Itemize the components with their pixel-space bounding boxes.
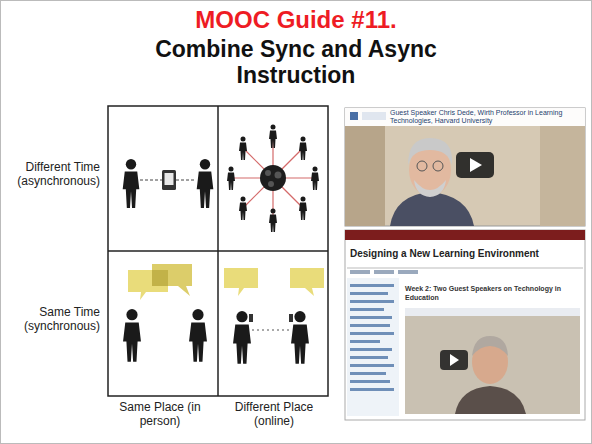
video-screenshot [350,112,358,120]
quadrant-grid [108,106,328,396]
video-screenshot [362,112,386,120]
course-page-screenshot [350,372,386,375]
async-in-person-figures [123,159,140,208]
video-screenshot [408,138,452,165]
video-screenshot [456,152,494,178]
slide-subtitle: Combine Sync and Async Instruction [131,36,461,88]
course-page-screenshot [347,278,399,416]
sync-in-person-figures [123,309,141,362]
course-page-screenshot [345,230,585,240]
sync-in-person-figures [128,270,168,300]
async-in-person-figures [162,170,176,190]
async-online-network [227,125,319,233]
column-label: Same Place (in person) [116,400,204,428]
course-page-screenshot [440,350,468,370]
async-in-person-figures [197,159,214,208]
course-page-screenshot [350,316,392,319]
video-screenshot [345,108,585,226]
row-label: Different Time (asynchronous) [6,160,100,188]
course-page-screenshot [405,308,580,414]
async-online-network [299,137,307,161]
sync-online-figures [252,330,290,331]
async-online-network [243,178,273,208]
async-online-network [275,172,282,179]
async-online-network [227,125,319,233]
async-in-person-figures [140,180,162,181]
video-screenshot [417,161,427,171]
sync-in-person-figures [123,264,207,362]
async-in-person-figures [176,180,196,181]
async-online-network [227,167,235,191]
video-screenshot [390,192,474,226]
course-page-screenshot [350,270,370,274]
course-page-screenshot [345,230,585,420]
row-label: Same Time (synchronous) [6,305,100,333]
sync-online-figures [290,268,324,296]
async-online-network [265,170,271,176]
sync-online-figures [233,311,251,364]
course-title: Designing a New Learning Environment [350,248,582,260]
course-page-screenshot [405,308,580,316]
async-online-network [243,148,273,178]
course-page-screenshot [350,308,384,311]
course-page-screenshot [374,270,394,274]
course-page-screenshot [350,364,394,367]
async-online-network [311,167,319,191]
course-page-screenshot [350,380,390,383]
async-online-network [268,181,274,187]
course-page-screenshot [455,386,526,414]
async-in-person-figures [123,159,214,208]
course-page-screenshot [350,324,390,327]
video-screenshot [540,126,585,226]
sync-in-person-figures [152,270,168,286]
course-page-screenshot [350,332,394,335]
async-online-network [299,197,307,221]
async-online-network [269,125,277,149]
video-screenshot [345,108,585,126]
async-in-person-figures [165,173,174,185]
sync-online-figures [224,268,258,296]
course-page-screenshot [350,284,394,391]
async-online-network [269,209,277,233]
video-title: Guest Speaker Chris Dede, Wirth Professo… [390,109,582,125]
sync-online-figures [224,268,324,364]
column-label: Different Place (online) [224,400,324,428]
quadrant-grid [108,250,328,252]
video-screenshot [433,161,443,171]
video-screenshot [414,180,446,197]
video-screenshot [470,158,482,172]
course-page-screenshot [350,388,394,391]
async-online-network [239,137,247,161]
course-page-screenshot [345,230,585,420]
course-page-screenshot [398,270,418,274]
video-screenshot [345,108,585,226]
sync-online-figures [249,314,253,322]
course-page-screenshot [350,292,388,295]
sync-in-person-figures [189,309,207,362]
course-page-screenshot [350,284,394,287]
sync-online-figures [291,311,309,364]
async-online-network [260,165,286,191]
course-page-screenshot [350,348,392,351]
week-heading: Week 2: Two Guest Speakers on Technology… [405,284,581,302]
sync-online-figures [289,314,293,322]
course-page-screenshot [350,300,394,303]
course-page-screenshot [472,336,508,356]
async-online-network [239,197,247,221]
video-screenshot [345,126,385,226]
course-page-screenshot [350,340,380,343]
course-page-screenshot [450,354,459,366]
quadrant-grid [108,106,328,396]
course-page-screenshot [350,356,388,359]
async-online-network [273,148,303,178]
course-page-screenshot [347,268,583,269]
slide-title: MOOC Guide #11. [0,6,592,34]
sync-in-person-figures [152,264,192,296]
